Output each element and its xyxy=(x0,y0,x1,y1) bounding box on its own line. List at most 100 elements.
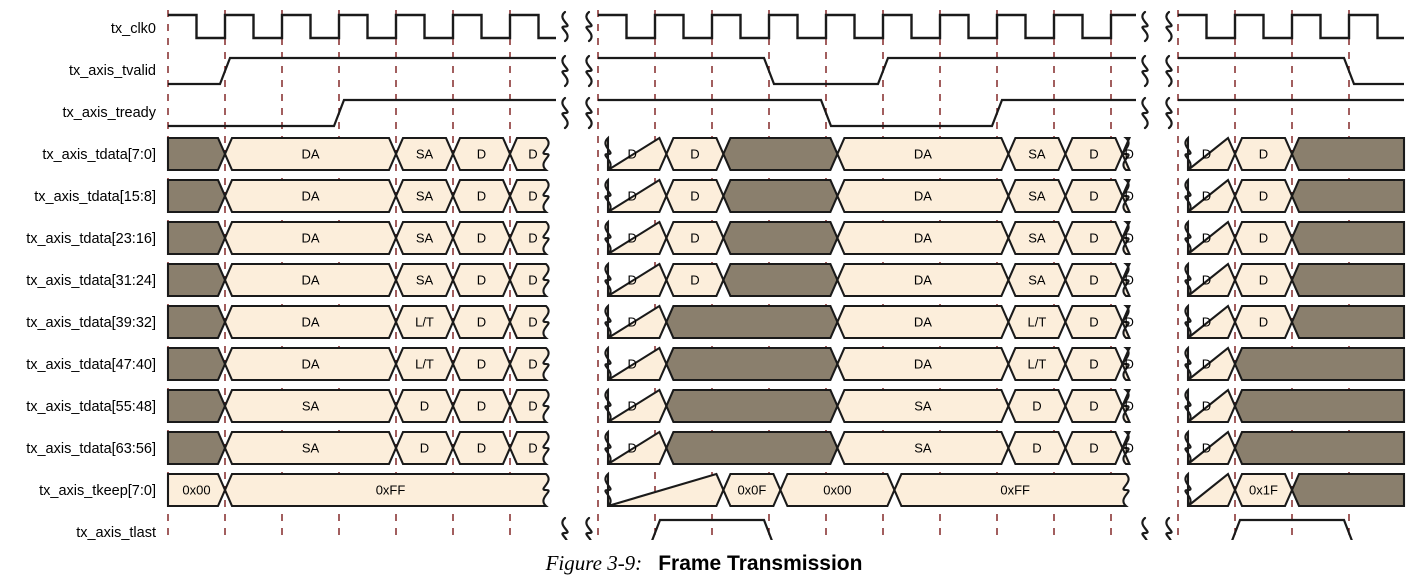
bus-cell-label-tx_axis_tdata[63:56]-s0-2: D xyxy=(420,440,429,455)
bus-cell-label-tx_axis_tdata[47:40]-s0-4: D xyxy=(528,356,537,371)
bus-cell-label-tx_axis_tdata[55:48]-s1-2: SA xyxy=(914,398,932,413)
bus-cell-tx_axis_tdata[7:0]-s0-0 xyxy=(166,136,227,172)
bus-cell-label-tx_axis_tdata[23:16]-s0-3: D xyxy=(477,230,486,245)
bus-cell-label-tx_axis_tdata[15:8]-s1-6: D xyxy=(1125,188,1134,203)
bus-cell-tx_axis_tdata[7:0]-s2-0 xyxy=(1184,135,1237,172)
bus-cell-tx_axis_tdata[15:8]-s0-2 xyxy=(394,178,455,214)
signal-label-tx_axis_tvalid: tx_axis_tvalid xyxy=(69,63,156,79)
bus-cell-label-tx_axis_tdata[31:24]-s1-5: D xyxy=(1089,272,1098,287)
bus-cell-tx_axis_tdata[39:32]-s0-0 xyxy=(166,304,227,340)
bus-cell-label-tx_axis_tdata[15:8]-s1-1: D xyxy=(690,188,699,203)
bus-cell-tx_axis_tkeep[7:0]-s1-1 xyxy=(722,472,782,508)
break-mark-tlast-waveform-right-s0 xyxy=(561,516,569,540)
bus-cell-tx_axis_tdata[47:40]-s0-3 xyxy=(451,346,512,382)
bus-cell-label-tx_axis_tdata[31:24]-s1-1: D xyxy=(690,272,699,287)
bus-cell-label-tx_axis_tdata[39:32]-s1-2: DA xyxy=(914,314,932,329)
bus-cell-label-tx_axis_tkeep[7:0]-s1-1: 0x0F xyxy=(737,482,766,497)
signal-label-tx_axis_tdata[39:32]: tx_axis_tdata[39:32] xyxy=(26,315,156,331)
bus-cell-label-tx_axis_tdata[63:56]-s0-1: SA xyxy=(302,440,320,455)
bus-cell-label-tx_axis_tdata[55:48]-s1-3: D xyxy=(1032,398,1041,413)
bus-cell-tx_axis_tdata[63:56]-s2-1 xyxy=(1233,430,1406,466)
bus-cell-label-tx_axis_tdata[39:32]-s1-3: L/T xyxy=(1028,314,1047,329)
bus-cell-label-tx_axis_tdata[63:56]-s1-5: D xyxy=(1125,440,1134,455)
bus-cell-label-tx_axis_tdata[15:8]-s0-1: DA xyxy=(301,188,319,203)
figure-caption: Figure 3-9: Frame Transmission xyxy=(0,540,1408,587)
bus-cell-label-tx_axis_tdata[7:0]-s0-3: D xyxy=(477,146,486,161)
bus-cell-label-tx_axis_tdata[39:32]-s0-3: D xyxy=(477,314,486,329)
bus-cell-tx_axis_tdata[7:0]-s1-6 xyxy=(1121,136,1132,172)
tready-waveform-seg0 xyxy=(168,98,556,128)
bus-cell-tx_axis_tdata[31:24]-s2-2 xyxy=(1290,262,1406,298)
bus-cell-tx_axis_tdata[55:48]-s1-0 xyxy=(604,387,668,424)
bus-cell-label-tx_axis_tkeep[7:0]-s0-0: 0x00 xyxy=(182,482,210,497)
signal-label-tx_axis_tdata[47:40]: tx_axis_tdata[47:40] xyxy=(26,357,156,373)
bus-cell-tx_axis_tdata[47:40]-s1-3 xyxy=(1007,346,1067,382)
bus-cell-tx_axis_tdata[31:24]-s0-2 xyxy=(394,262,455,298)
bus-cell-tx_axis_tdata[7:0]-s2-2 xyxy=(1290,136,1406,172)
bus-cell-tx_axis_tdata[15:8]-s0-1 xyxy=(223,178,398,214)
bus-cell-tx_axis_tdata[7:0]-s0-3 xyxy=(451,136,512,172)
bus-cell-label-tx_axis_tdata[7:0]-s2-0: D xyxy=(1202,146,1211,161)
bus-cell-tx_axis_tdata[55:48]-s0-2 xyxy=(394,388,455,424)
bus-cell-tx_axis_tdata[47:40]-s2-1 xyxy=(1233,346,1406,382)
bus-cell-tx_axis_tdata[55:48]-s1-4 xyxy=(1064,388,1124,424)
bus-cell-tx_axis_tdata[31:24]-s1-6 xyxy=(1121,262,1132,298)
bus-cell-label-tx_axis_tdata[63:56]-s1-2: SA xyxy=(914,440,932,455)
bus-cell-label-tx_axis_tdata[7:0]-s0-1: DA xyxy=(301,146,319,161)
bus-cell-tx_axis_tkeep[7:0]-s1-0 xyxy=(604,471,725,508)
bus-cell-tx_axis_tdata[63:56]-s1-0 xyxy=(604,429,668,466)
bus-cell-label-tx_axis_tdata[39:32]-s0-4: D xyxy=(528,314,537,329)
bus-cell-label-tx_axis_tdata[47:40]-s2-0: D xyxy=(1202,356,1211,371)
clock-waveform-seg2 xyxy=(1178,13,1404,40)
bus-cell-label-tx_axis_tdata[39:32]-s1-5: D xyxy=(1125,314,1134,329)
bus-cell-tx_axis_tdata[39:32]-s2-2 xyxy=(1290,304,1406,340)
bus-cell-tx_axis_tkeep[7:0]-s0-1 xyxy=(223,472,550,508)
bus-cell-label-tx_axis_tdata[15:8]-s1-5: D xyxy=(1089,188,1098,203)
bus-cell-label-tx_axis_tdata[47:40]-s1-2: DA xyxy=(914,356,932,371)
bus-cell-tx_axis_tdata[7:0]-s1-3 xyxy=(836,136,1010,172)
bus-cell-tx_axis_tdata[39:32]-s0-4 xyxy=(508,304,550,340)
bus-cell-tx_axis_tdata[63:56]-s0-3 xyxy=(451,430,512,466)
bus-cell-tx_axis_tdata[7:0]-s1-2 xyxy=(722,136,839,172)
bus-cell-label-tx_axis_tdata[31:24]-s0-3: D xyxy=(477,272,486,287)
break-mark-tready-waveform-right-s1 xyxy=(1141,96,1149,130)
bus-cell-tx_axis_tdata[23:16]-s2-1 xyxy=(1233,220,1294,256)
bus-cell-label-tx_axis_tkeep[7:0]-s0-1: 0xFF xyxy=(376,482,406,497)
bus-cell-tx_axis_tdata[7:0]-s1-4 xyxy=(1007,136,1067,172)
bus-cell-label-tx_axis_tdata[7:0]-s1-6: D xyxy=(1125,146,1134,161)
bus-cell-tx_axis_tdata[7:0]-s1-1 xyxy=(665,136,725,172)
bus-cell-tx_axis_tdata[63:56]-s0-0 xyxy=(166,430,227,466)
bus-cell-tx_axis_tdata[39:32]-s0-2 xyxy=(394,304,455,340)
bus-cell-label-tx_axis_tdata[7:0]-s1-3: DA xyxy=(914,146,932,161)
bus-cell-tx_axis_tdata[31:24]-s1-2 xyxy=(722,262,839,298)
bus-cell-label-tx_axis_tdata[55:48]-s0-4: D xyxy=(528,398,537,413)
bus-cell-tx_axis_tdata[15:8]-s1-4 xyxy=(1007,178,1067,214)
bus-cell-label-tx_axis_tdata[7:0]-s1-0: D xyxy=(628,146,637,161)
bus-cell-tx_axis_tdata[7:0]-s0-4 xyxy=(508,136,550,172)
signal-label-tx_clk0: tx_clk0 xyxy=(111,21,156,37)
bus-cell-tx_axis_tdata[39:32]-s1-3 xyxy=(1007,304,1067,340)
bus-cell-label-tx_axis_tdata[15:8]-s2-0: D xyxy=(1202,188,1211,203)
bus-cell-tx_axis_tdata[39:32]-s1-4 xyxy=(1064,304,1124,340)
bus-cell-tx_axis_tkeep[7:0]-s0-0 xyxy=(166,472,227,508)
bus-cell-tx_axis_tdata[55:48]-s1-1 xyxy=(665,388,839,424)
bus-cell-label-tx_axis_tkeep[7:0]-s1-3: 0xFF xyxy=(1000,482,1030,497)
bus-cell-label-tx_axis_tdata[23:16]-s2-1: D xyxy=(1259,230,1268,245)
bus-cell-tx_axis_tdata[55:48]-s1-5 xyxy=(1121,388,1132,424)
break-mark-clock-right-s1 xyxy=(1141,10,1149,43)
bus-cell-label-tx_axis_tdata[63:56]-s1-0: D xyxy=(628,440,637,455)
bus-cell-label-tx_axis_tdata[23:16]-s0-1: DA xyxy=(301,230,319,245)
bus-cell-tx_axis_tdata[55:48]-s0-1 xyxy=(223,388,398,424)
bus-cell-tx_axis_tdata[23:16]-s1-4 xyxy=(1007,220,1067,256)
bus-cell-label-tx_axis_tdata[31:24]-s2-0: D xyxy=(1202,272,1211,287)
bus-cell-tx_axis_tdata[55:48]-s2-1 xyxy=(1233,388,1406,424)
bus-cell-tx_axis_tdata[7:0]-s0-2 xyxy=(394,136,455,172)
bus-cell-tx_axis_tdata[31:24]-s1-5 xyxy=(1064,262,1124,298)
bus-cell-tx_axis_tdata[15:8]-s1-6 xyxy=(1121,178,1132,214)
bus-cell-tx_axis_tdata[63:56]-s1-4 xyxy=(1064,430,1124,466)
bus-cell-label-tx_axis_tdata[39:32]-s1-0: D xyxy=(628,314,637,329)
figure-number: Figure 3-9: xyxy=(545,551,643,575)
bus-cell-label-tx_axis_tdata[7:0]-s1-5: D xyxy=(1089,146,1098,161)
bus-cell-tx_axis_tdata[15:8]-s2-1 xyxy=(1233,178,1294,214)
bus-cell-label-tx_axis_tdata[39:32]-s1-4: D xyxy=(1089,314,1098,329)
